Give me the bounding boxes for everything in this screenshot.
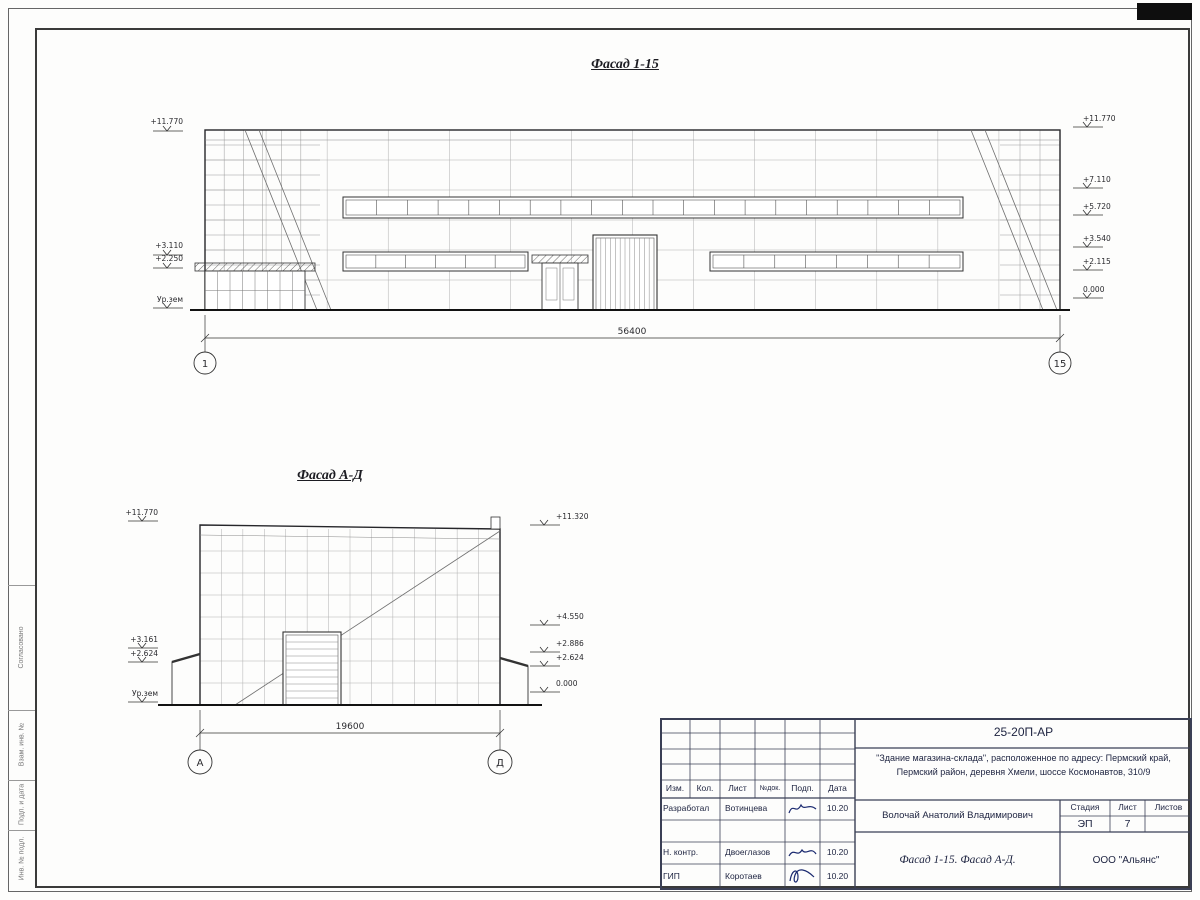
drawing-title: Фасад 1-15. Фасад А-Д. <box>899 854 1016 867</box>
dimension-56400 <box>200 315 1065 352</box>
elevation-mark: +11.770 <box>125 508 158 517</box>
facade-a-d-title: Фасад А-Д <box>297 468 363 483</box>
sheet-label: Лист <box>1118 802 1137 813</box>
col-podp: Подп. <box>791 783 814 794</box>
elevation-mark: +2.250 <box>155 254 183 263</box>
facade-1-15-drawing: 56400 1 15 +11.770 +3.110 +2.250 Ур.зем … <box>150 114 1116 375</box>
entrance-door <box>531 254 589 311</box>
elevation-mark: Ур.зем <box>157 295 183 304</box>
sheets-value <box>1145 816 1192 832</box>
elevation-mark: +2.624 <box>556 653 584 662</box>
facade-diagonal <box>234 530 501 706</box>
axis-label-d: Д <box>496 758 504 769</box>
row-date: 10.20 <box>826 870 849 881</box>
facade-panel-grid <box>205 130 1060 310</box>
elevation-mark: +11.770 <box>1083 114 1116 123</box>
stage-value: ЭП <box>1077 817 1093 830</box>
axis-bubble-a <box>187 749 213 775</box>
elevation-mark: +2.624 <box>130 649 158 658</box>
sheets-label: Листов <box>1154 802 1183 813</box>
dimension-label: 19600 <box>336 722 365 732</box>
side-panel-grid <box>200 529 500 705</box>
col-ndok: №док. <box>759 784 781 792</box>
axis-bubble-d <box>487 749 513 775</box>
elevation-mark: +3.161 <box>130 635 158 644</box>
row-name: Двоеглазов <box>725 847 771 858</box>
axis-label-1: 1 <box>202 359 208 370</box>
elevation-mark: 0.000 <box>1083 285 1105 294</box>
upper-window-band <box>342 196 964 219</box>
col-data: Дата <box>828 783 847 794</box>
facade-1-15-title: Фасад 1-15 <box>591 57 659 72</box>
axis-label-a: А <box>197 758 204 769</box>
row-date: 10.20 <box>826 847 849 858</box>
col-kol: Кол. <box>696 783 714 794</box>
strip-divider <box>8 585 35 586</box>
elevation-mark: +2.886 <box>556 639 584 648</box>
strip-label-soglasovano: Согласовано <box>18 626 25 669</box>
right-glazing-grid <box>1000 130 1060 310</box>
row-role: Н. контр. <box>663 847 699 858</box>
strip-label-vzam-inv: Взам. инв. № <box>18 722 26 767</box>
elevation-mark: +11.320 <box>556 512 589 521</box>
axis-bubble-15 <box>1048 351 1072 375</box>
strip-divider <box>8 780 35 781</box>
elevation-mark: +2.115 <box>1083 257 1111 266</box>
elevation-mark: Ур.зем <box>132 689 158 698</box>
sectional-gate <box>592 234 658 311</box>
strip-label-podp-data: Подп. и дата <box>18 783 26 826</box>
row-name: Коротаев <box>725 870 762 881</box>
row-date: 10.20 <box>826 803 849 814</box>
left-diagonal <box>258 129 332 311</box>
row-role: ГИП <box>663 870 680 881</box>
strip-divider <box>8 710 35 711</box>
title-block: 25-20П-АР "Здание магазина-склада", расп… <box>660 718 1192 890</box>
elevation-mark: +5.720 <box>1083 202 1111 211</box>
sheet-outer-border <box>8 8 1192 892</box>
doc-number: 25-20П-АР <box>993 725 1054 740</box>
elevation-mark: 0.000 <box>556 679 578 688</box>
scan-black-mark <box>1137 3 1192 20</box>
lower-window-band-right <box>709 251 964 272</box>
project-address-line2: Пермский район, деревня Хмели, шоссе Кос… <box>896 766 1151 777</box>
storefront <box>194 262 316 311</box>
stage-label: Стадия <box>1070 802 1100 813</box>
col-list: Лист <box>728 783 747 794</box>
row-name: Вотинцева <box>725 803 768 814</box>
elevation-mark: +11.770 <box>150 117 183 126</box>
elevation-mark: +3.110 <box>155 241 183 250</box>
signature-votintseva <box>788 803 817 814</box>
sheet-value: 7 <box>1124 817 1131 830</box>
dimension-label: 56400 <box>618 327 647 337</box>
title-block-grid <box>660 718 1192 890</box>
elevation-mark: +4.550 <box>556 612 584 621</box>
facade-a-d-drawing: 19600 А Д +11.770 +3.161 +2.624 Ур.зем +… <box>125 508 589 775</box>
elevation-mark: +7.110 <box>1083 175 1111 184</box>
axis-label-15: 15 <box>1054 359 1067 370</box>
row-role: Разработал <box>663 803 710 814</box>
company-name: ООО "Альянс" <box>1092 855 1160 867</box>
right-diagonal <box>970 129 1044 311</box>
project-address-line1: "Здание магазина-склада", расположенное … <box>876 752 1171 763</box>
axis-bubble-1 <box>193 351 217 375</box>
right-diagonal <box>984 129 1058 311</box>
sheet-inner-frame <box>35 28 1190 888</box>
roof-unit <box>490 516 501 530</box>
lower-window-band-left <box>342 251 529 272</box>
chief-name: Волочай Анатолий Владимирович <box>882 809 1033 821</box>
signature-dvoeglazov <box>788 848 817 857</box>
signature-korotaev <box>789 869 815 883</box>
roller-gate <box>282 631 342 706</box>
strip-label-inv-podl: Инв. № подл. <box>18 836 26 881</box>
elevation-mark: +3.540 <box>1083 234 1111 243</box>
dimension-19600 <box>195 710 505 750</box>
strip-divider <box>8 830 35 831</box>
col-izm: Изм. <box>665 783 685 794</box>
